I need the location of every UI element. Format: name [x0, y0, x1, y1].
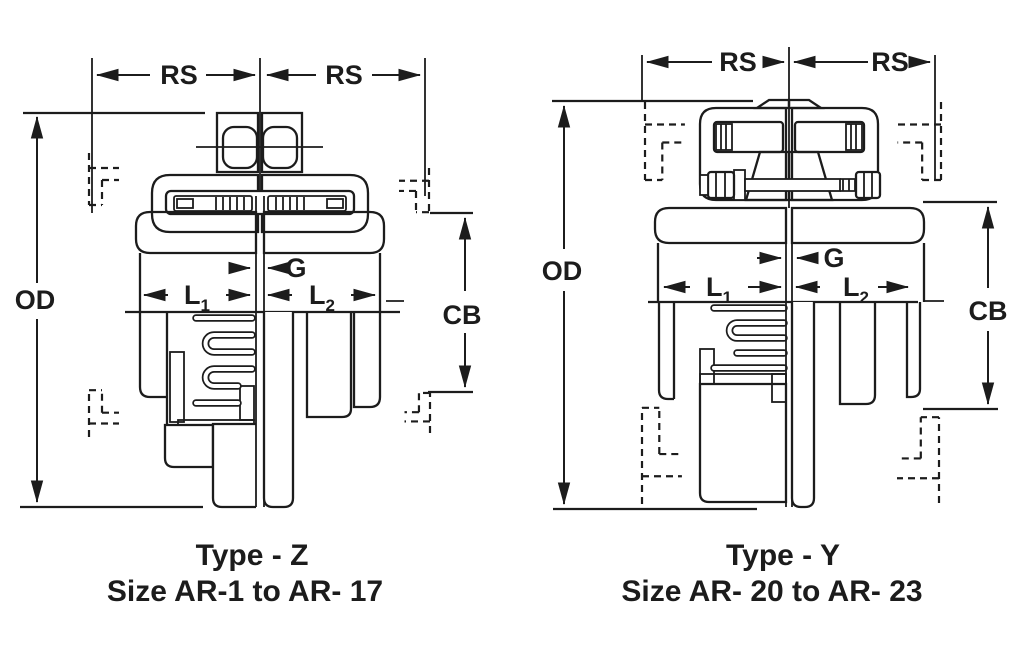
hub-barrel: [698, 382, 788, 504]
figure-title: Type - Z: [196, 539, 309, 572]
seal-block: [239, 385, 255, 421]
od-dimension: OD: [542, 105, 583, 505]
rs-left-label: RS: [719, 47, 757, 77]
rs-left-label: RS: [160, 60, 198, 90]
l2-dimension: L2: [795, 272, 909, 307]
hub-lower-left: [138, 312, 256, 509]
keyway-mark-lower-left: [87, 389, 121, 439]
l1-dimension: L1: [143, 280, 251, 315]
figure-type-z: RS RS OD: [15, 58, 482, 608]
cb-label: CB: [443, 300, 482, 330]
gap-dimension: G: [228, 253, 307, 283]
flange-bolt: [699, 169, 882, 201]
grid-bar-left: [173, 195, 253, 212]
hub-flanges: [653, 206, 926, 302]
rs-right-label: RS: [325, 60, 363, 90]
centre-gap: [785, 208, 793, 507]
gap-label: G: [285, 253, 306, 283]
keyway-mark-upper-left: [643, 100, 687, 182]
grid-spring: [710, 304, 788, 372]
hub-lower-right: [790, 302, 922, 509]
rs-dimension-right: RS: [266, 60, 421, 90]
bolt-head: [706, 170, 736, 200]
keyway-mark-upper-left: [87, 151, 121, 207]
od-dimension: OD: [15, 116, 56, 503]
keyway-mark-lower-right: [895, 415, 941, 505]
shaft-left: [211, 422, 256, 509]
figure-size-range: Size AR- 20 to AR- 23: [621, 575, 922, 608]
cover: [150, 173, 370, 234]
shaft-right: [790, 302, 816, 509]
centre-gap: [255, 196, 265, 507]
figure-title: Type - Y: [726, 539, 840, 572]
l2-label: L2: [309, 280, 335, 315]
cover: [698, 98, 880, 202]
coupling-section: [653, 98, 926, 509]
hub-step: [163, 423, 215, 469]
gap-dimension: G: [757, 243, 845, 273]
cb-dimension: CB: [923, 200, 1008, 411]
rs-dimension-right: RS: [793, 47, 931, 77]
bolt-nut: [854, 170, 882, 200]
l2-dimension: L2: [267, 280, 376, 315]
rs-dimension-left: RS: [646, 47, 785, 77]
coupling-section: [134, 111, 386, 509]
gap-label: G: [823, 243, 844, 273]
centre-boss-left: [744, 150, 791, 202]
centre-boss-right: [787, 150, 834, 202]
cb-label: CB: [969, 296, 1008, 326]
l1-label: L1: [184, 280, 210, 315]
hub-lower-left: [657, 302, 788, 504]
l2-label: L2: [843, 272, 869, 307]
rs-right-label: RS: [871, 47, 909, 77]
grid-end-left: [715, 123, 733, 151]
hub-lower-right: [262, 312, 382, 509]
cb-dimension: CB: [428, 211, 482, 394]
l1-dimension: L1: [663, 272, 782, 307]
extension-lines: [552, 47, 944, 511]
grid-spring: [192, 314, 256, 407]
grid-bar-right: [267, 195, 347, 212]
shaft-right: [262, 312, 295, 509]
od-label: OD: [542, 256, 583, 286]
rs-dimension-left: RS: [96, 60, 256, 90]
keyway-mark-lower-left: [642, 408, 682, 504]
figure-type-y: RS RS OD: [542, 47, 1008, 608]
figure-size-range: Size AR-1 to AR- 17: [107, 575, 383, 608]
od-label: OD: [15, 285, 56, 315]
keyway-mark-lower-right: [403, 392, 431, 434]
grid-end-right: [845, 123, 863, 151]
hub-flanges: [134, 210, 386, 312]
l1-label: L1: [706, 272, 732, 307]
lube-plug: [196, 111, 323, 174]
